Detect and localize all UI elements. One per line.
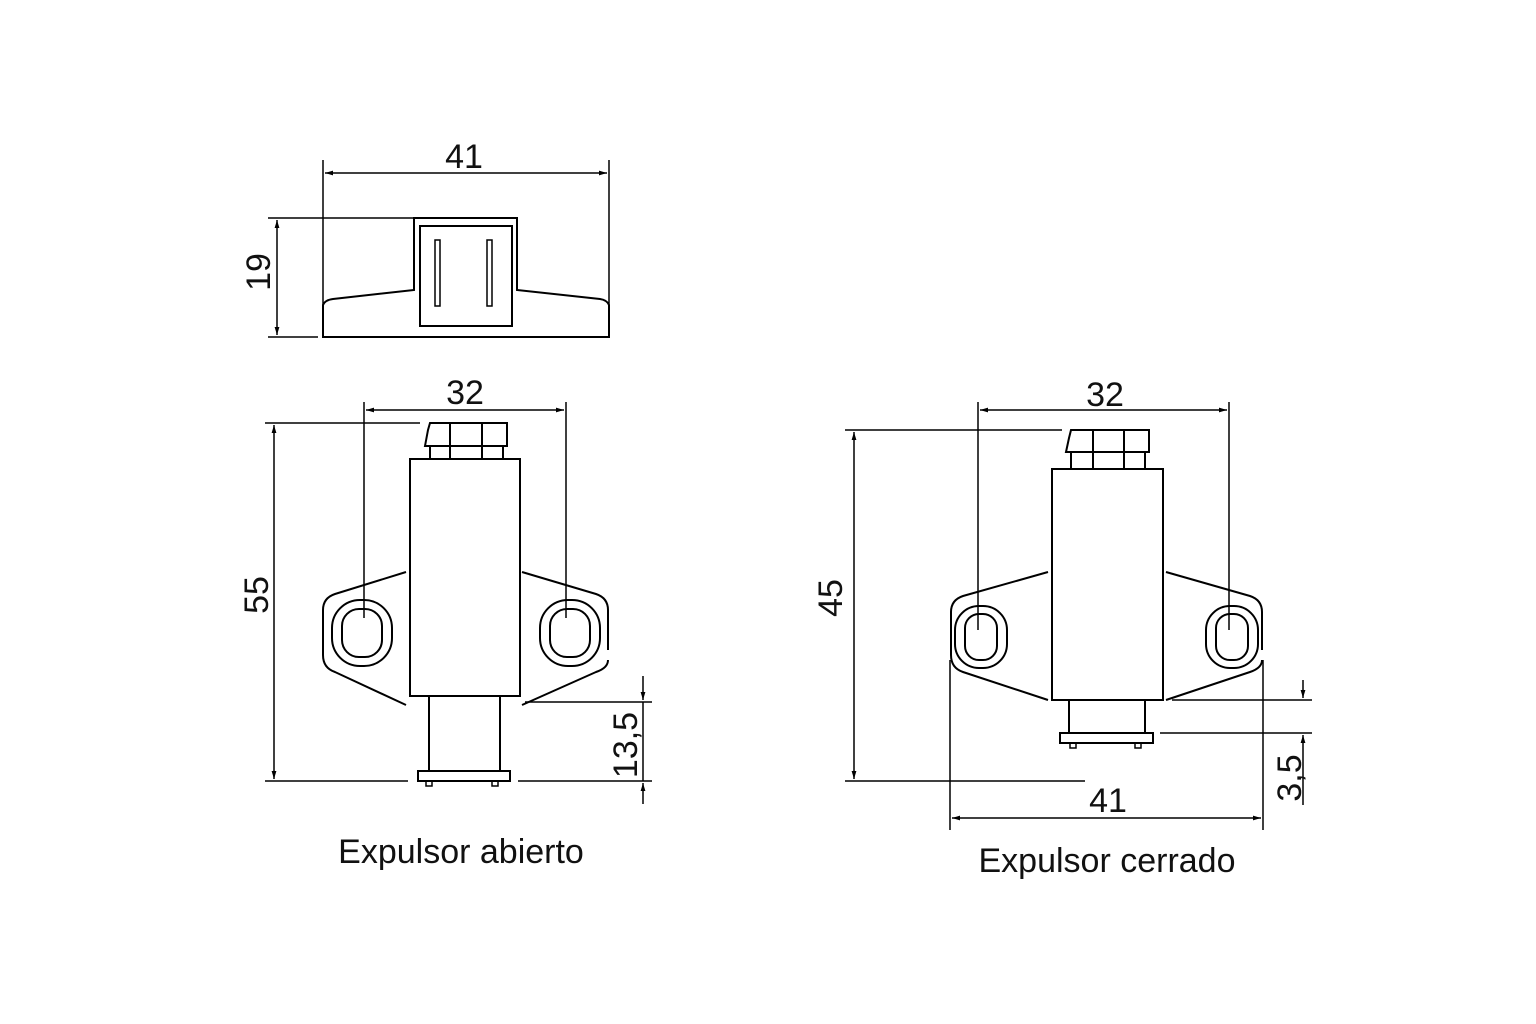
open-view-hole-right xyxy=(539,599,601,667)
dimension-hole-spacing-32: 32 xyxy=(363,374,567,618)
dimension-height-55: 55 xyxy=(238,422,420,782)
caption-closed: Expulsor cerrado xyxy=(978,842,1235,880)
open-view-hole-left xyxy=(331,599,393,667)
closed-view-base-plate xyxy=(1059,732,1154,744)
dimension-label: 19 xyxy=(240,253,278,291)
dimension-height-19: 19 xyxy=(240,217,414,338)
dimension-stroke-3-5: 3,5 xyxy=(1160,680,1312,805)
closed-view-body xyxy=(1051,468,1164,701)
closed-view: 32 45 41 3,5 Expulsor cerrado xyxy=(812,376,1312,880)
closed-view-flange-right xyxy=(1165,571,1263,701)
open-view-flange-left xyxy=(322,571,407,706)
open-view: 32 55 13,5 Expulsor abierto xyxy=(238,374,652,871)
dimension-hole-spacing-32: 32 xyxy=(977,376,1230,630)
caption-open: Expulsor abierto xyxy=(338,833,584,871)
closed-view-hole-left xyxy=(954,605,1008,669)
top-view-outline xyxy=(322,217,610,338)
dimension-height-45: 45 xyxy=(812,429,1085,782)
top-view-slot-right xyxy=(486,239,493,307)
dimension-width-41: 41 xyxy=(322,138,610,337)
dimension-width-41: 41 xyxy=(949,660,1264,830)
open-view-flange-right xyxy=(521,571,609,706)
dimension-label: 41 xyxy=(445,138,483,176)
open-view-body xyxy=(409,458,521,697)
top-view: 41 19 xyxy=(240,138,610,338)
open-view-cap xyxy=(423,422,508,447)
dimension-label: 13,5 xyxy=(607,712,645,778)
open-view-base-plate xyxy=(417,770,511,782)
dimension-label: 41 xyxy=(1089,782,1127,820)
closed-view-cap xyxy=(1064,429,1150,453)
dimension-label: 32 xyxy=(446,374,484,412)
dimension-label: 55 xyxy=(238,576,276,614)
closed-view-hole-right xyxy=(1205,605,1259,669)
top-view-slot-left xyxy=(434,239,441,307)
dimension-stroke-13-5: 13,5 xyxy=(518,676,652,804)
dimension-label: 45 xyxy=(812,579,850,617)
closed-view-flange-left xyxy=(950,571,1049,701)
dimension-label: 3,5 xyxy=(1271,754,1309,801)
dimension-label: 32 xyxy=(1086,376,1124,414)
top-view-button xyxy=(419,225,513,327)
